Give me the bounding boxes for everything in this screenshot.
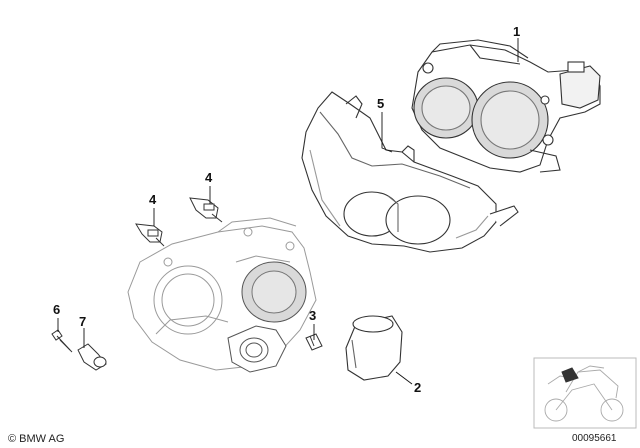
callout-4-right: 4	[205, 170, 213, 185]
document-number: 00095661	[572, 433, 617, 444]
callout-2: 2	[414, 380, 421, 395]
leader-lines	[57, 38, 519, 385]
callout-1: 1	[513, 24, 520, 39]
headlight-trim-frame	[301, 91, 519, 253]
callout-4-left: 4	[149, 192, 157, 207]
headlight-assembly	[127, 217, 317, 373]
lamp-cap	[345, 315, 403, 381]
motorcycle-icon	[544, 365, 624, 422]
leader-2	[395, 371, 413, 385]
small-bulb	[305, 333, 323, 351]
callout-3: 3	[309, 308, 316, 323]
motorcycle-location-thumbnail	[533, 357, 637, 429]
callout-6: 6	[53, 302, 60, 317]
bulb-right	[189, 197, 223, 223]
highlight-marker	[561, 367, 579, 383]
leader-5	[381, 112, 393, 153]
twin-headlight-unit	[411, 39, 601, 173]
screw	[51, 329, 73, 353]
callout-5: 5	[377, 96, 384, 111]
bulb-left	[135, 223, 165, 247]
callout-7: 7	[79, 314, 86, 329]
grommet	[77, 343, 107, 371]
copyright-label: © BMW AG	[8, 433, 65, 445]
